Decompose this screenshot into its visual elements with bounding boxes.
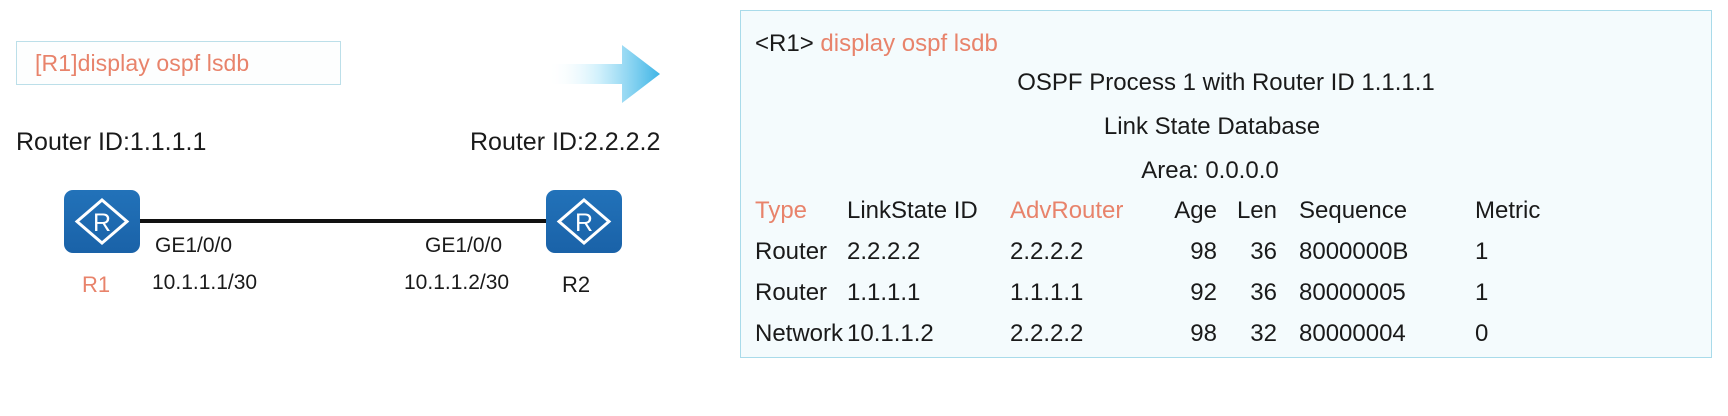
router-id-label-right: Router ID:2.2.2.2 bbox=[470, 128, 661, 156]
command-box: [R1]display ospf lsdb bbox=[16, 41, 341, 85]
table-row: Router 2.2.2.2 2.2.2.2 98 36 8000000B 1 bbox=[755, 238, 1545, 279]
router-icon-r1: R bbox=[64, 190, 140, 253]
cell-age: 98 bbox=[1190, 320, 1217, 347]
device-name-r1: R1 bbox=[82, 272, 111, 297]
console-command: display ospf lsdb bbox=[820, 30, 998, 57]
console-header-line-1: OSPF Process 1 with Router ID 1.1.1.1 bbox=[1017, 69, 1435, 96]
cell-len: 36 bbox=[1250, 238, 1277, 265]
console-prompt-line: <R1> display ospf lsdb bbox=[755, 30, 998, 58]
column-header-linkstate-id: LinkState ID bbox=[847, 197, 978, 224]
column-header-sequence: Sequence bbox=[1299, 197, 1408, 224]
cell-metric: 1 bbox=[1475, 238, 1489, 265]
cell-advrouter: 1.1.1.1 bbox=[1010, 279, 1084, 306]
console-prompt: <R1> bbox=[755, 30, 814, 57]
lsdb-header-row: Type LinkState ID AdvRouter Age Len Sequ… bbox=[755, 197, 1545, 238]
column-header-type: Type bbox=[755, 197, 808, 224]
lsdb-table: Type LinkState ID AdvRouter Age Len Sequ… bbox=[755, 197, 1545, 361]
command-box-text: [R1]display ospf lsdb bbox=[35, 49, 250, 76]
cell-type: Router bbox=[755, 279, 828, 306]
column-header-metric: Metric bbox=[1475, 197, 1541, 224]
cell-len: 32 bbox=[1250, 320, 1277, 347]
cell-linkstate-id: 1.1.1.1 bbox=[847, 279, 921, 306]
cell-sequence: 80000004 bbox=[1299, 320, 1406, 347]
console-output-panel: <R1> display ospf lsdb OSPF Process 1 wi… bbox=[740, 10, 1712, 358]
cell-len: 36 bbox=[1250, 279, 1277, 306]
ip-label-right: 10.1.1.2/30 bbox=[404, 271, 510, 294]
cell-linkstate-id: 10.1.1.2 bbox=[847, 320, 934, 347]
svg-text:R: R bbox=[575, 209, 593, 237]
cell-metric: 1 bbox=[1475, 279, 1489, 306]
svg-text:R: R bbox=[93, 209, 111, 237]
column-header-len: Len bbox=[1236, 197, 1277, 224]
console-header-line-3: Area: 0.0.0.0 bbox=[1141, 157, 1279, 184]
cell-advrouter: 2.2.2.2 bbox=[1010, 238, 1084, 265]
table-row: Network 10.1.1.2 2.2.2.2 98 32 80000004 … bbox=[755, 320, 1545, 361]
device-name-r2: R2 bbox=[562, 272, 591, 297]
right-arrow-icon bbox=[548, 45, 660, 103]
console-header-line-2: Link State Database bbox=[1103, 113, 1321, 140]
cell-linkstate-id: 2.2.2.2 bbox=[847, 238, 921, 265]
column-header-advrouter: AdvRouter bbox=[1010, 197, 1124, 224]
link-line bbox=[140, 219, 546, 223]
table-row: Router 1.1.1.1 1.1.1.1 92 36 80000005 1 bbox=[755, 279, 1545, 320]
ip-label-left: 10.1.1.1/30 bbox=[152, 271, 258, 294]
flow-arrow bbox=[548, 38, 660, 110]
router-id-label-left: Router ID:1.1.1.1 bbox=[16, 128, 207, 156]
interface-label-left: GE1/0/0 bbox=[155, 234, 233, 257]
column-header-age: Age bbox=[1174, 197, 1217, 224]
cell-sequence: 8000000B bbox=[1299, 238, 1409, 265]
cell-age: 98 bbox=[1190, 238, 1217, 265]
cell-age: 92 bbox=[1190, 279, 1217, 306]
cell-type: Router bbox=[755, 238, 828, 265]
cell-advrouter: 2.2.2.2 bbox=[1010, 320, 1084, 347]
cell-metric: 0 bbox=[1475, 320, 1489, 347]
router-icon: R bbox=[556, 198, 612, 245]
router-icon-r2: R bbox=[546, 190, 622, 253]
cell-sequence: 80000005 bbox=[1299, 279, 1406, 306]
interface-label-right: GE1/0/0 bbox=[425, 234, 503, 257]
router-icon: R bbox=[74, 198, 130, 245]
cell-type: Network bbox=[755, 320, 844, 347]
